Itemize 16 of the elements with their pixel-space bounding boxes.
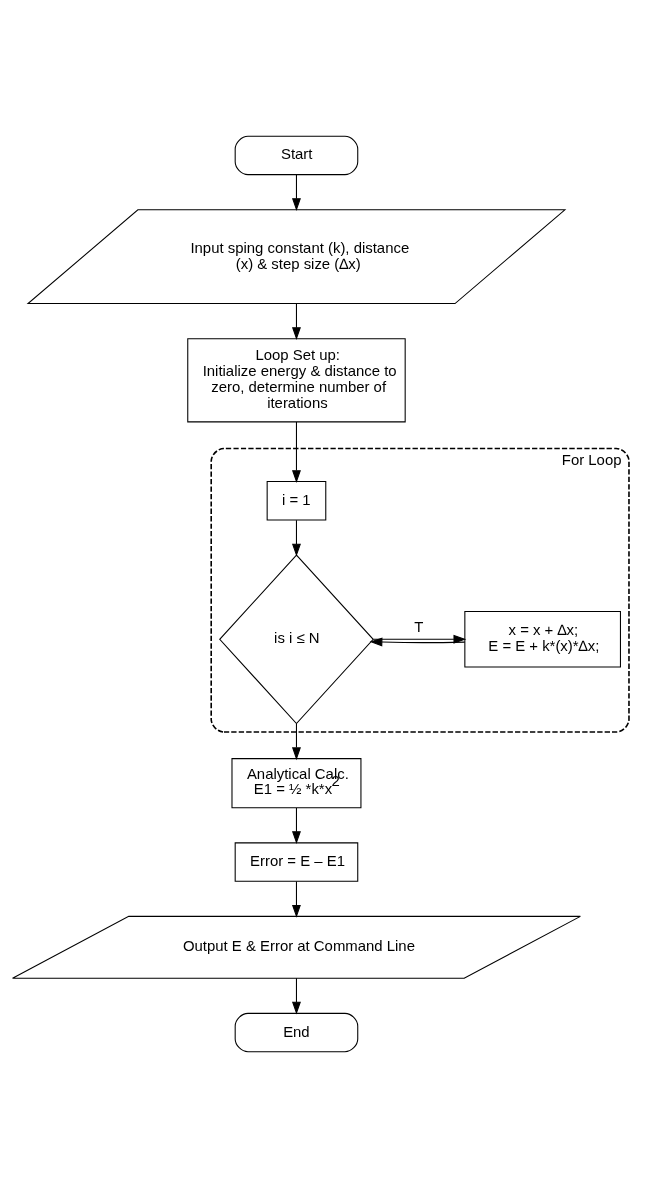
arrow (291, 722, 301, 760)
node-box: i = 1 (266, 480, 327, 520)
node-box: x = x + ∆x; E = E + k*(x)*∆x; (464, 610, 621, 668)
arrow (291, 421, 301, 483)
node-box: Loop Set up: Initialize energy & distance to zero, determine number of iterations (187, 337, 406, 422)
arrow (291, 173, 301, 211)
node-diamond: is i ≤ N (219, 553, 374, 724)
arrow (291, 519, 301, 557)
arrow (291, 807, 301, 844)
edge-label: T (414, 617, 424, 635)
arrow (291, 302, 301, 340)
node-box: Error = E – E1 (234, 841, 359, 882)
arrow (291, 977, 301, 1014)
arrow (291, 880, 301, 918)
node-box: End (234, 1012, 359, 1052)
node-box: Start (234, 135, 359, 175)
